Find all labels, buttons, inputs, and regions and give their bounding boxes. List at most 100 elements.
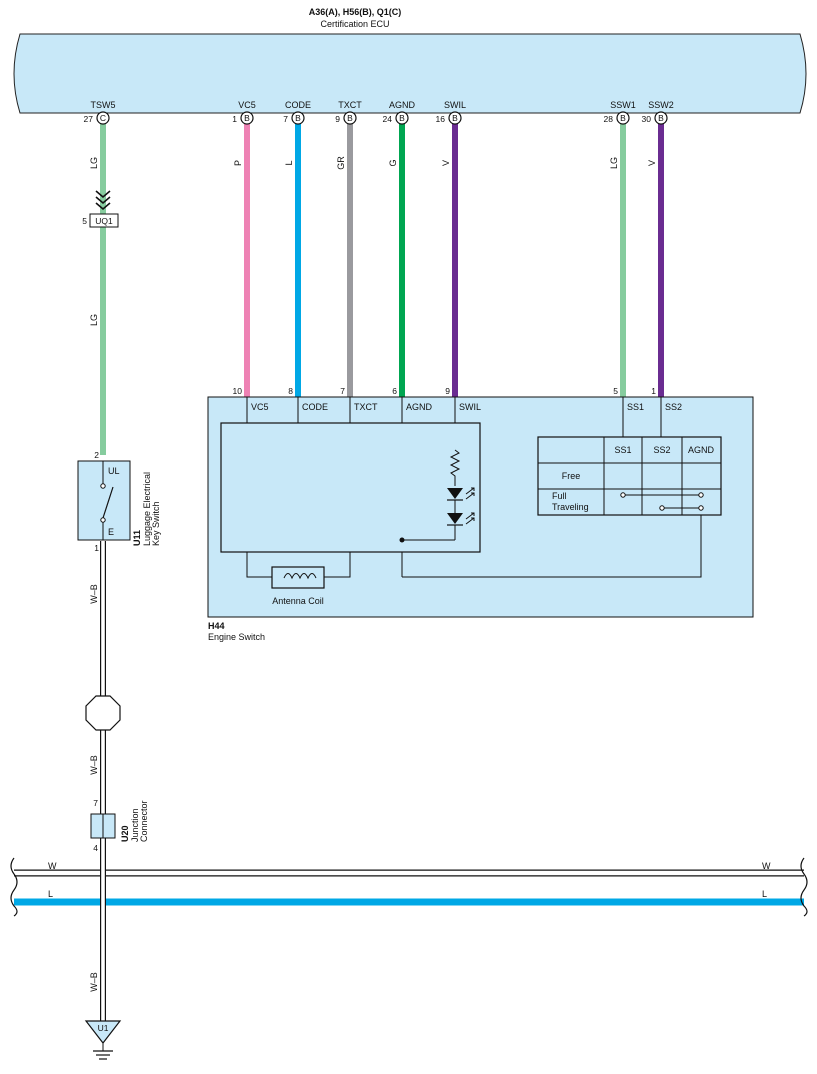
ecu-pin-vc5: 1 bbox=[232, 114, 237, 124]
wire-label-swil: V bbox=[441, 160, 451, 166]
switch-state-table: SS1 SS2 AGND Free Full Traveling bbox=[537, 436, 722, 516]
ecu-conn-ssw2: B bbox=[658, 113, 664, 123]
engine-pin-ss2: 1 bbox=[651, 386, 656, 396]
wire-label-ground-3: W–B bbox=[89, 972, 99, 992]
luggage-switch-id: U11 bbox=[132, 530, 142, 546]
switch-contact-bottom bbox=[100, 517, 106, 523]
ecu-term-code: CODE bbox=[285, 100, 311, 110]
wire-label-ssw1: LG bbox=[609, 157, 619, 169]
engine-term-code: CODE bbox=[302, 402, 328, 412]
ecu-term-agnd: AGND bbox=[389, 100, 416, 110]
wire-label-ssw2: V bbox=[647, 160, 657, 166]
engine-pin-code: 8 bbox=[288, 386, 293, 396]
engine-term-swil: SWIL bbox=[459, 402, 481, 412]
ecu-pin-tsw5: 27 bbox=[84, 114, 94, 124]
ecu-term-txct: TXCT bbox=[338, 100, 362, 110]
engine-switch-id: H44 bbox=[208, 621, 225, 631]
ecu-conn-badge-vc5 bbox=[240, 111, 254, 125]
bus-l-label-right: L bbox=[762, 889, 767, 899]
engine-pin-txct: 7 bbox=[340, 386, 345, 396]
engine-pin-swil: 9 bbox=[445, 386, 450, 396]
junction-pin-bottom: 4 bbox=[93, 843, 98, 853]
ecu-conn-ssw1: B bbox=[620, 113, 626, 123]
switch-blade-icon bbox=[102, 486, 114, 519]
led-icon-1 bbox=[447, 488, 463, 499]
engine-pin-agnd: 6 bbox=[392, 386, 397, 396]
ecu-conn-tsw5: C bbox=[100, 113, 106, 123]
certification-ecu-box bbox=[13, 33, 807, 114]
engine-switch-name: Engine Switch bbox=[208, 632, 265, 642]
ecu-conn-vc5: B bbox=[244, 113, 250, 123]
table-contact-agnd-1 bbox=[698, 492, 704, 498]
led-icon-2 bbox=[447, 513, 463, 524]
ground-triangle bbox=[84, 1020, 122, 1044]
junction-name-2: Connector bbox=[139, 800, 149, 842]
ecu-term-tsw5: TSW5 bbox=[90, 100, 115, 110]
wire-label-txct: GR bbox=[336, 156, 346, 170]
wire-label-tsw5-upper: LG bbox=[89, 157, 99, 169]
bus-w-label-left: W bbox=[48, 861, 57, 871]
junction-dot bbox=[399, 537, 405, 543]
antenna-coil-box bbox=[271, 566, 325, 589]
ecu-term-vc5: VC5 bbox=[238, 100, 256, 110]
ground-u1: U1 bbox=[84, 1020, 122, 1060]
table-row-full-1: Full bbox=[552, 491, 567, 501]
table-row-full-2: Traveling bbox=[552, 502, 589, 512]
bus-l-label-left: L bbox=[48, 889, 53, 899]
ecu-term-swil: SWIL bbox=[444, 100, 466, 110]
ecu-conn-badge-ssw2 bbox=[654, 111, 668, 125]
ecu-connectors-label: A36(A), H56(B), Q1(C) bbox=[309, 7, 402, 17]
ecu-term-ssw2: SSW2 bbox=[648, 100, 674, 110]
ecu-conn-code: B bbox=[295, 113, 301, 123]
luggage-switch-name-1: Luggage Electrical bbox=[142, 472, 152, 546]
bus-l: L L bbox=[14, 889, 804, 906]
ecu-term-ssw1: SSW1 bbox=[610, 100, 636, 110]
wire-label-ground-1: W–B bbox=[89, 584, 99, 604]
connector-uq1-box bbox=[89, 213, 119, 228]
wire-label-tsw5-lower: LG bbox=[89, 314, 99, 326]
ecu-pin-ssw2: 30 bbox=[642, 114, 652, 124]
engine-switch: 10 8 7 6 9 5 1 VC5 CODE TXCT AGND SWIL S… bbox=[207, 386, 754, 642]
ecu-name-label: Certification ECU bbox=[320, 19, 389, 29]
luggage-switch-pin-top: 2 bbox=[94, 450, 99, 460]
ecu-pin-agnd: 24 bbox=[383, 114, 393, 124]
table-contact-agnd-2 bbox=[698, 505, 704, 511]
engine-switch-module bbox=[220, 422, 481, 553]
wire-label-agnd: G bbox=[388, 159, 398, 166]
luggage-switch-box bbox=[77, 460, 131, 541]
ecu-pins: 27 C 1 B 7 B 9 B 24 B 16 B 28 B 30 B bbox=[84, 111, 668, 125]
ecu-terminal-names: TSW5 VC5 CODE TXCT AGND SWIL SSW1 SSW2 bbox=[90, 100, 673, 110]
bus-w-label-right: W bbox=[762, 861, 771, 871]
ground-id: U1 bbox=[98, 1023, 109, 1033]
engine-term-txct: TXCT bbox=[354, 402, 378, 412]
wire-color-labels: LG LG P L GR G V LG V bbox=[89, 156, 657, 326]
engine-term-agnd: AGND bbox=[406, 402, 433, 412]
table-row-free: Free bbox=[562, 471, 581, 481]
ecu-conn-badge-agnd bbox=[395, 111, 409, 125]
antenna-coil-label: Antenna Coil bbox=[272, 596, 324, 606]
ecu-pin-swil: 16 bbox=[436, 114, 446, 124]
wire-label-code: L bbox=[284, 160, 294, 165]
table-header-agnd: AGND bbox=[688, 445, 715, 455]
ecu-conn-swil: B bbox=[452, 113, 458, 123]
ecu-pin-code: 7 bbox=[283, 114, 288, 124]
luggage-switch-name-2: Key Switch bbox=[151, 501, 161, 546]
bus-break-right-icon bbox=[800, 857, 808, 917]
table-header-ss1: SS1 bbox=[614, 445, 631, 455]
ecu-conn-txct: B bbox=[347, 113, 353, 123]
luggage-switch-term-e: E bbox=[108, 527, 114, 537]
ecu-conn-agnd: B bbox=[399, 113, 405, 123]
bus-w: W W bbox=[14, 861, 804, 877]
engine-pin-vc5: 10 bbox=[233, 386, 243, 396]
resistor-icon bbox=[449, 449, 461, 486]
wire-label-ground-2: W–B bbox=[89, 755, 99, 775]
engine-term-vc5: VC5 bbox=[251, 402, 269, 412]
engine-term-ss1: SS1 bbox=[627, 402, 644, 412]
engine-pin-ss1: 5 bbox=[613, 386, 618, 396]
ecu-conn-badge-tsw5 bbox=[96, 111, 110, 125]
wire-label-vc5: P bbox=[233, 160, 243, 166]
junction-name-1: Junction bbox=[130, 808, 140, 842]
ecu-conn-badge-ssw1 bbox=[616, 111, 630, 125]
ecu-conn-badge-code bbox=[291, 111, 305, 125]
connector-uq1: UQ1 5 bbox=[82, 190, 119, 228]
